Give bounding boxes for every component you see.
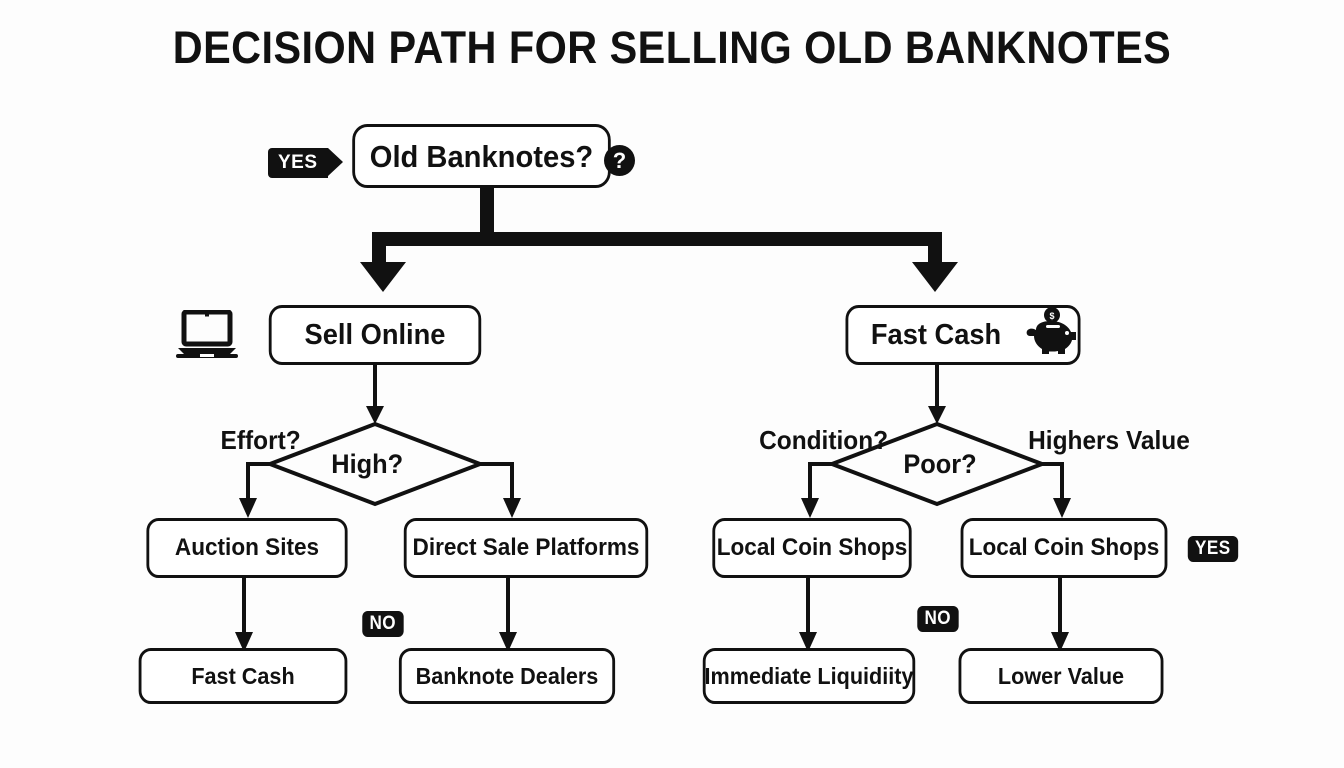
node-old-banknotes-label: Old Banknotes? <box>369 138 594 174</box>
node-lower-value-label: Lower Value <box>997 662 1125 689</box>
node-old-banknotes[interactable]: Old Banknotes? <box>352 124 611 188</box>
left-decision-yes-branch <box>480 462 514 500</box>
label-highers-value: Highers Value <box>1028 425 1190 455</box>
laptop-icon <box>176 309 238 363</box>
node-local-coin-shops-right[interactable]: Local Coin Shops <box>960 518 1168 578</box>
node-lower-value[interactable]: Lower Value <box>958 648 1164 704</box>
question-mark-icon: ? <box>604 145 635 176</box>
node-high-label: High? <box>331 449 404 479</box>
node-immediate-liquidity[interactable]: Immediate Liquidiity <box>702 648 916 704</box>
root-split-connector <box>360 188 958 292</box>
left-decision-diamond <box>264 421 486 507</box>
badge-root-yes: YES <box>268 148 342 178</box>
node-local-coin-shops-left[interactable]: Local Coin Shops <box>712 518 912 578</box>
node-auction-sites[interactable]: Auction Sites <box>146 518 348 578</box>
badge-right-yes: YES <box>1187 536 1238 562</box>
node-direct-sale-platforms[interactable]: Direct Sale Platforms <box>403 518 649 578</box>
node-fast-cash-outcome-label: Fast Cash <box>191 662 295 689</box>
node-banknote-dealers[interactable]: Banknote Dealers <box>398 648 616 704</box>
right-decision-value-branch <box>1042 462 1064 500</box>
label-condition: Condition? <box>759 425 889 455</box>
left-decision-no-branch <box>246 462 270 500</box>
node-immediate-liquidity-label: Immediate Liquidiity <box>704 662 914 689</box>
node-direct-sale-platforms-label: Direct Sale Platforms <box>412 534 640 561</box>
badge-left-no: NO <box>362 611 404 637</box>
node-banknote-dealers-label: Banknote Dealers <box>415 662 599 689</box>
node-poor-label: Poor? <box>903 449 977 479</box>
node-auction-sites-label: Auction Sites <box>174 534 320 561</box>
svg-text:$: $ <box>1049 311 1054 321</box>
node-fast-cash-label: Fast Cash <box>870 318 1002 351</box>
right-decision-poor-branch <box>808 462 832 500</box>
node-fast-cash-outcome[interactable]: Fast Cash <box>138 648 348 704</box>
node-local-coin-shops-right-label: Local Coin Shops <box>968 534 1160 561</box>
right-decision-diamond <box>826 421 1048 507</box>
label-effort: Effort? <box>220 425 301 455</box>
piggy-bank-icon: $ <box>1022 306 1080 363</box>
node-sell-online[interactable]: Sell Online <box>268 305 482 365</box>
node-sell-online-label: Sell Online <box>304 318 446 351</box>
page-title: DECISION PATH FOR SELLING OLD BANKNOTES <box>172 22 1172 73</box>
node-local-coin-shops-left-label: Local Coin Shops <box>716 534 908 561</box>
badge-right-no: NO <box>917 606 959 632</box>
